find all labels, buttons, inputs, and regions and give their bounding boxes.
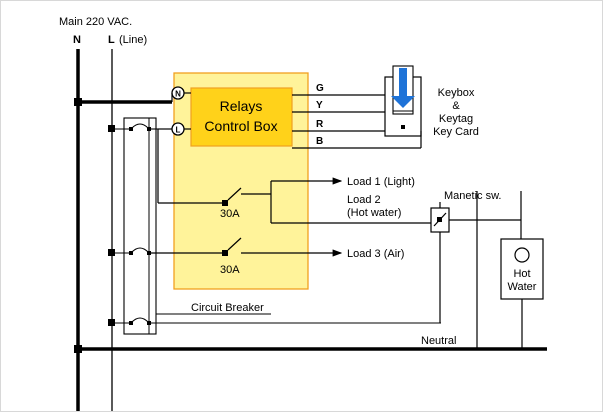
hot-water-heater: Hot Water (500, 238, 544, 349)
neutral-junction (74, 98, 82, 106)
breaker-3-contact (130, 317, 150, 324)
heater-label-line2: Water (508, 281, 537, 293)
relay-2: 30A Load 3 (Air) (149, 237, 404, 276)
magnetic-switch-label: Manetic sw. (444, 190, 501, 202)
wire-g-label: G (316, 83, 324, 94)
load-3-label: Load 3 (Air) (347, 248, 404, 260)
magnetic-switch-pin (437, 217, 442, 222)
keybox: Keybox & Keytag Key Card (384, 65, 479, 148)
breaker-frame (123, 117, 157, 335)
relay-1: 30A (157, 129, 271, 220)
line-bus-label: L (108, 34, 115, 46)
keybox-indicator (401, 125, 405, 129)
breaker-1-contact (130, 123, 150, 130)
breaker-junction-3 (108, 319, 115, 326)
breaker-2-pin-a (129, 251, 133, 255)
control-box-title-line1: Relays (220, 98, 263, 114)
circuit-breaker: Circuit Breaker (108, 117, 441, 335)
breaker-label: Circuit Breaker (191, 302, 264, 314)
load-2-label-line1: Load 2 (347, 194, 381, 206)
relay-2-rating: 30A (220, 264, 240, 276)
relay-2-pin (222, 250, 228, 256)
wire-b-label: B (316, 136, 323, 147)
keybox-label-line2: & (452, 100, 460, 112)
heater-element-icon (514, 247, 530, 263)
load-1-label: Load 1 (Light) (347, 176, 415, 188)
main-supply-label: Main 220 VAC. (59, 16, 132, 28)
breaker-1-pin-a (129, 127, 133, 131)
breaker-junction-2 (108, 249, 115, 256)
relay-1-switch-icon (227, 187, 242, 201)
breaker-junction-1 (108, 125, 115, 132)
breaker-3-pin-a (129, 321, 133, 325)
heater-label-line1: Hot (513, 268, 530, 280)
n-terminal-label: N (175, 90, 181, 99)
wire-r-label: R (316, 119, 324, 130)
line-bus-suffix: (Line) (119, 34, 147, 46)
relay-2-switch-icon (227, 237, 242, 251)
control-box (190, 87, 293, 147)
keybox-label-line4: Key Card (433, 126, 479, 138)
relay-1-rating: 30A (220, 208, 240, 220)
neutral-bus-label: N (73, 34, 81, 46)
neutral-label: Neutral (421, 335, 456, 347)
keybox-arrow-icon (391, 96, 415, 108)
relay-1-pin (222, 200, 228, 206)
wire-y-label: Y (316, 100, 323, 111)
magnetic-switch: Manetic sw. (430, 190, 522, 323)
load-2-label-line2: (Hot water) (347, 207, 401, 219)
keybox-arrow-shaft (399, 68, 407, 96)
neutral-return-junction (74, 345, 82, 353)
keybox-label-line3: Keytag (439, 113, 473, 125)
control-box-title-line2: Control Box (204, 118, 277, 134)
l-terminal-label: L (176, 126, 181, 135)
keybox-label-line1: Keybox (438, 87, 475, 99)
breaker-2-contact (130, 247, 150, 254)
